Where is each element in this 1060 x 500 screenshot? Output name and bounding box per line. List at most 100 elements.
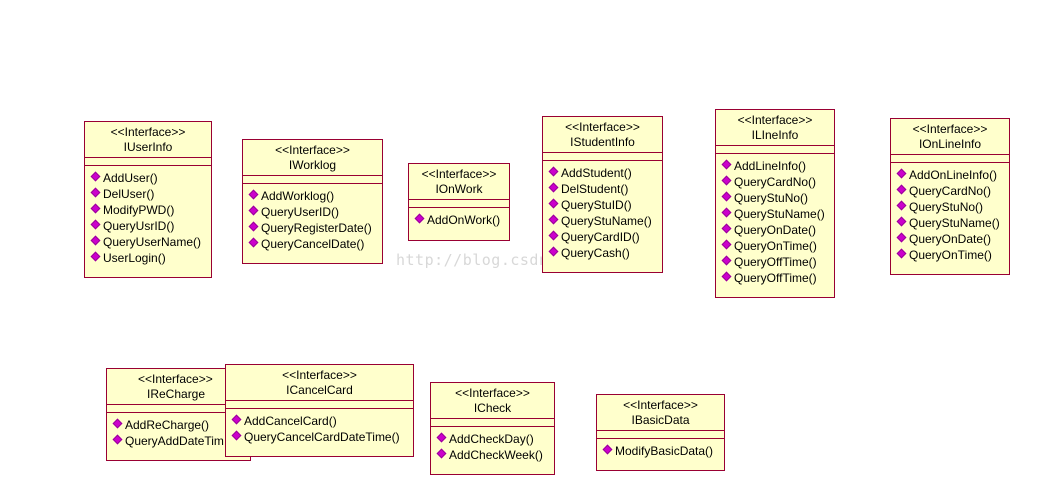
attributes-compartment xyxy=(431,418,554,426)
operation[interactable]: QueryAddDateTim xyxy=(112,433,250,449)
operation-label: ModifyBasicData() xyxy=(615,444,714,458)
interface-header: <<Interface>> ICancelCard xyxy=(226,365,413,400)
operation-icon xyxy=(90,235,101,245)
operation-icon xyxy=(548,214,559,224)
operation-icon xyxy=(721,159,732,169)
operation-label: QueryCardID() xyxy=(561,230,640,244)
interface-name: IBasicData xyxy=(631,413,690,427)
stereotype-label: <<Interface>> xyxy=(110,125,186,139)
attributes-compartment xyxy=(891,154,1009,162)
operation-label: QueryStuName() xyxy=(561,214,652,228)
operation[interactable]: QueryRegisterDate() xyxy=(248,220,382,236)
operation-label: QueryStuID() xyxy=(561,198,632,212)
stereotype-label: <<Interface>> xyxy=(623,398,698,412)
operation-icon xyxy=(721,255,732,265)
stereotype-label: <<Interface>> xyxy=(565,120,640,134)
interface-ibasicdata[interactable]: <<Interface>> IBasicData ModifyBasicData… xyxy=(596,394,725,471)
operation[interactable]: QueryStuName() xyxy=(721,206,834,222)
operation[interactable]: AddStudent() xyxy=(548,165,662,181)
operation[interactable]: QueryOnTime() xyxy=(896,247,1009,263)
operation-label: AddReCharge() xyxy=(125,418,210,432)
operation[interactable]: AddCheckDay() xyxy=(436,431,554,447)
operation[interactable]: AddWorklog() xyxy=(248,188,382,204)
interface-header: <<Interface>> IWorklog xyxy=(243,140,382,175)
operation-icon xyxy=(548,246,559,256)
operation-label: QueryStuNo() xyxy=(734,191,809,205)
attributes-compartment xyxy=(716,145,834,153)
operation[interactable]: QueryStuName() xyxy=(896,215,1009,231)
interface-ilineinfo[interactable]: <<Interface>> ILIneInfo AddLineInfo() Qu… xyxy=(715,109,835,298)
operation[interactable]: QueryUserName() xyxy=(90,234,211,250)
operations-compartment: AddCheckDay() AddCheckWeek() xyxy=(431,426,554,466)
operation[interactable]: ModifyPWD() xyxy=(90,202,211,218)
operation-label: DelStudent() xyxy=(561,182,629,196)
operation-label: QueryStuName() xyxy=(734,207,825,221)
operation-icon xyxy=(90,187,101,197)
operation-icon xyxy=(721,223,732,233)
operation[interactable]: QueryStuName() xyxy=(548,213,662,229)
operations-compartment: AddLineInfo() QueryCardNo() QueryStuNo()… xyxy=(716,153,834,289)
operation-icon xyxy=(231,414,242,424)
operation-icon xyxy=(90,219,101,229)
interface-header: <<Interface>> IBasicData xyxy=(597,395,724,430)
operation[interactable]: UserLogin() xyxy=(90,250,211,266)
operation-label: AddCheckWeek() xyxy=(449,448,543,462)
interface-icheck[interactable]: <<Interface>> ICheck AddCheckDay() AddCh… xyxy=(430,382,555,475)
operation[interactable]: AddLineInfo() xyxy=(721,158,834,174)
operation-label: QueryCancelDate() xyxy=(261,237,365,251)
operation-icon xyxy=(248,205,259,215)
operation[interactable]: QueryCancelDate() xyxy=(248,236,382,252)
operations-compartment: AddStudent() DelStudent() QueryStuID() Q… xyxy=(543,160,662,264)
operation[interactable]: DelUser() xyxy=(90,186,211,202)
stereotype-label: <<Interface>> xyxy=(138,372,213,386)
operation[interactable]: QueryStuNo() xyxy=(896,199,1009,215)
interface-iworklog[interactable]: <<Interface>> IWorklog AddWorklog() Quer… xyxy=(242,139,383,264)
operation[interactable]: QueryOnDate() xyxy=(896,231,1009,247)
operation[interactable]: AddUser() xyxy=(90,170,211,186)
operation[interactable]: QueryUserID() xyxy=(248,204,382,220)
interface-ionlineinfo[interactable]: <<Interface>> IOnLineInfo AddOnLineInfo(… xyxy=(890,118,1010,275)
operation[interactable]: QueryOnDate() xyxy=(721,222,834,238)
attributes-compartment xyxy=(107,404,250,412)
operation[interactable]: QueryOffTime() xyxy=(721,254,834,270)
operation[interactable]: AddCancelCard() xyxy=(231,413,413,429)
operation[interactable]: QueryCancelCardDateTime() xyxy=(231,429,413,445)
operation-icon xyxy=(721,175,732,185)
interface-ionwork[interactable]: <<Interface>> IOnWork AddOnWork() xyxy=(408,163,510,241)
operation[interactable]: AddOnWork() xyxy=(414,212,509,228)
operation-label: QueryRegisterDate() xyxy=(261,221,372,235)
interface-iuserinfo[interactable]: <<Interface>> IUserInfo AddUser() DelUse… xyxy=(84,121,212,278)
operation[interactable]: QueryCardNo() xyxy=(896,183,1009,199)
operation[interactable]: ModifyBasicData() xyxy=(602,443,724,459)
operation-icon xyxy=(231,430,242,440)
operation[interactable]: QueryCardID() xyxy=(548,229,662,245)
operation[interactable]: QueryStuID() xyxy=(548,197,662,213)
operation[interactable]: AddOnLineInfo() xyxy=(896,167,1009,183)
operation-label: QueryCancelCardDateTime() xyxy=(244,430,400,444)
operation-icon xyxy=(436,432,447,442)
operation-icon xyxy=(896,216,907,226)
operation-icon xyxy=(896,200,907,210)
operation[interactable]: QueryOnTime() xyxy=(721,238,834,254)
interface-name: IOnWork xyxy=(435,182,483,196)
operation-label: AddStudent() xyxy=(561,166,632,180)
operation-label: QueryCardNo() xyxy=(909,184,992,198)
operation[interactable]: AddCheckWeek() xyxy=(436,447,554,463)
operation[interactable]: QueryCardNo() xyxy=(721,174,834,190)
interface-icancelcard[interactable]: <<Interface>> ICancelCard AddCancelCard(… xyxy=(225,364,414,457)
interface-header: <<Interface>> IOnWork xyxy=(409,164,509,199)
operation[interactable]: QueryCash() xyxy=(548,245,662,261)
attributes-compartment xyxy=(543,152,662,160)
operation[interactable]: AddReCharge() xyxy=(112,417,250,433)
operation-icon xyxy=(112,434,123,444)
operation[interactable]: QueryOffTime() xyxy=(721,270,834,286)
operation[interactable]: DelStudent() xyxy=(548,181,662,197)
operation[interactable]: QueryStuNo() xyxy=(721,190,834,206)
operation[interactable]: QueryUsrID() xyxy=(90,218,211,234)
operation-label: AddCancelCard() xyxy=(244,414,337,428)
interface-istudentinfo[interactable]: <<Interface>> IStudentInfo AddStudent() … xyxy=(542,116,663,273)
stereotype-label: <<Interface>> xyxy=(275,143,350,157)
operation-label: QueryOnTime() xyxy=(734,239,817,253)
operation-label: QueryOffTime() xyxy=(734,271,817,285)
operation-icon xyxy=(548,166,559,176)
